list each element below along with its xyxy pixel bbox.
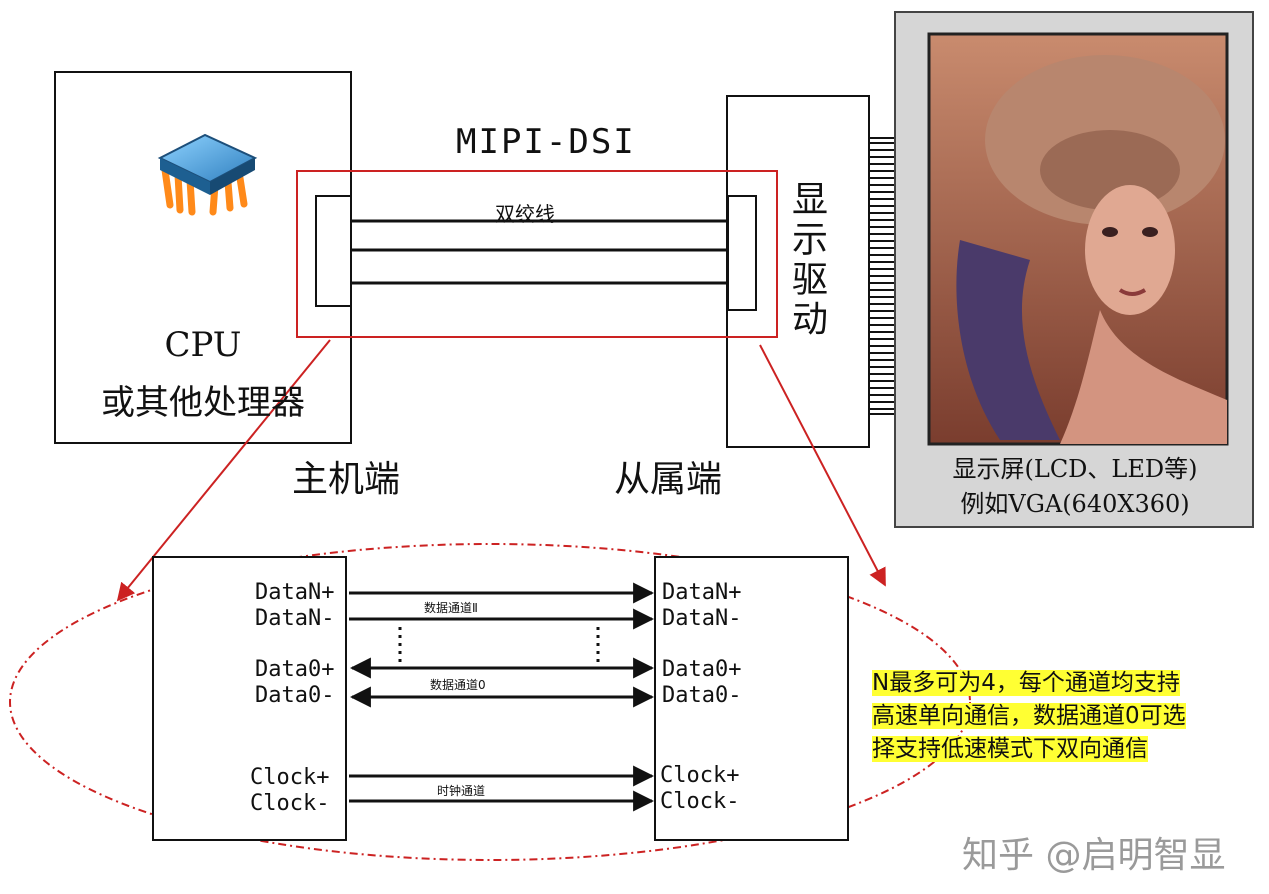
display-driver-label: 显示驱动 <box>786 180 827 340</box>
right-pin-clock-minus: Clock- <box>660 789 740 814</box>
cable-highlight <box>296 170 778 338</box>
note-line-2: 高速单向通信，数据通道0可选 <box>872 703 1186 729</box>
cpu-sub-label: 或其他处理器 <box>101 383 305 423</box>
portrait-image <box>956 55 1227 444</box>
right-pin-datan-plus: DataN+ <box>662 580 742 605</box>
note-line-1: N最多可为4，每个通道均支持 <box>872 670 1180 696</box>
zoom-arrow-right <box>759 344 886 587</box>
left-pin-datan-plus: DataN+ <box>255 580 335 605</box>
left-pin-clock-minus: Clock- <box>250 791 330 816</box>
right-pin-datan-minus: DataN- <box>662 606 742 631</box>
cpu-chip-icon <box>157 133 258 216</box>
host-box <box>54 71 352 444</box>
detail-ellipse <box>9 543 971 861</box>
detail-host-box <box>152 556 347 841</box>
left-pin-data0-plus: Data0+ <box>255 657 335 682</box>
right-pin-data0-minus: Data0- <box>662 683 742 708</box>
slave-connector <box>727 195 757 311</box>
lane-label-clock: 时钟通道 <box>437 784 486 798</box>
detail-slave-box <box>654 556 849 841</box>
left-pin-clock-plus: Clock+ <box>250 765 330 790</box>
right-pin-data0-plus: Data0+ <box>662 657 742 682</box>
slave-side-label: 从属端 <box>614 459 723 500</box>
lcd-caption-line2: 例如VGA(640X360) <box>960 490 1190 518</box>
lane-ellipsis <box>398 627 600 662</box>
left-pin-data0-minus: Data0- <box>255 683 335 708</box>
watermark: 知乎 @启明智显 <box>962 835 1226 876</box>
lane-label-data-n: 数据通道Ⅱ <box>424 601 478 615</box>
lane-note: N最多可为4，每个通道均支持 高速单向通信，数据通道0可选 择支持低速模式下双向… <box>872 668 1186 765</box>
twisted-pair-label: 双绞线 <box>495 202 555 226</box>
host-side-label: 主机端 <box>292 459 401 500</box>
right-pin-clock-plus: Clock+ <box>660 763 740 788</box>
note-line-3: 择支持低速模式下双向通信 <box>872 736 1148 762</box>
mipi-dsi-title: MIPI-DSI <box>456 122 636 162</box>
twisted-pair-lines <box>351 219 728 285</box>
lane-label-data-0: 数据通道0 <box>430 678 486 692</box>
flex-connector <box>869 142 896 410</box>
lane-arrows <box>349 582 655 812</box>
cpu-label: CPU <box>164 325 242 365</box>
lcd-caption-line1: 显示屏(LCD、LED等) <box>952 455 1198 483</box>
host-connector <box>315 195 352 307</box>
left-pin-datan-minus: DataN- <box>255 606 335 631</box>
